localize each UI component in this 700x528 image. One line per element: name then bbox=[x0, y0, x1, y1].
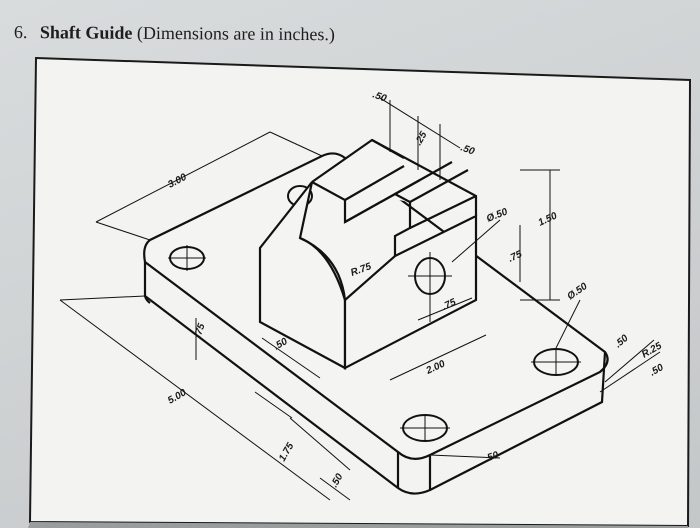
dim-75: .75 bbox=[441, 297, 459, 313]
dim-top-50b: .50 bbox=[459, 142, 476, 157]
base-holes bbox=[168, 185, 581, 442]
dim-50-bottom2: .50 bbox=[483, 450, 500, 465]
dim-75-left: .75 bbox=[192, 322, 207, 339]
shaft-hole bbox=[408, 252, 452, 300]
dim-hole-offset: .75 bbox=[507, 249, 525, 265]
paper-shadow bbox=[28, 522, 688, 528]
dimension-lines bbox=[59, 97, 661, 501]
upright-block bbox=[258, 138, 478, 370]
dim-top-50: .50 bbox=[371, 89, 388, 104]
